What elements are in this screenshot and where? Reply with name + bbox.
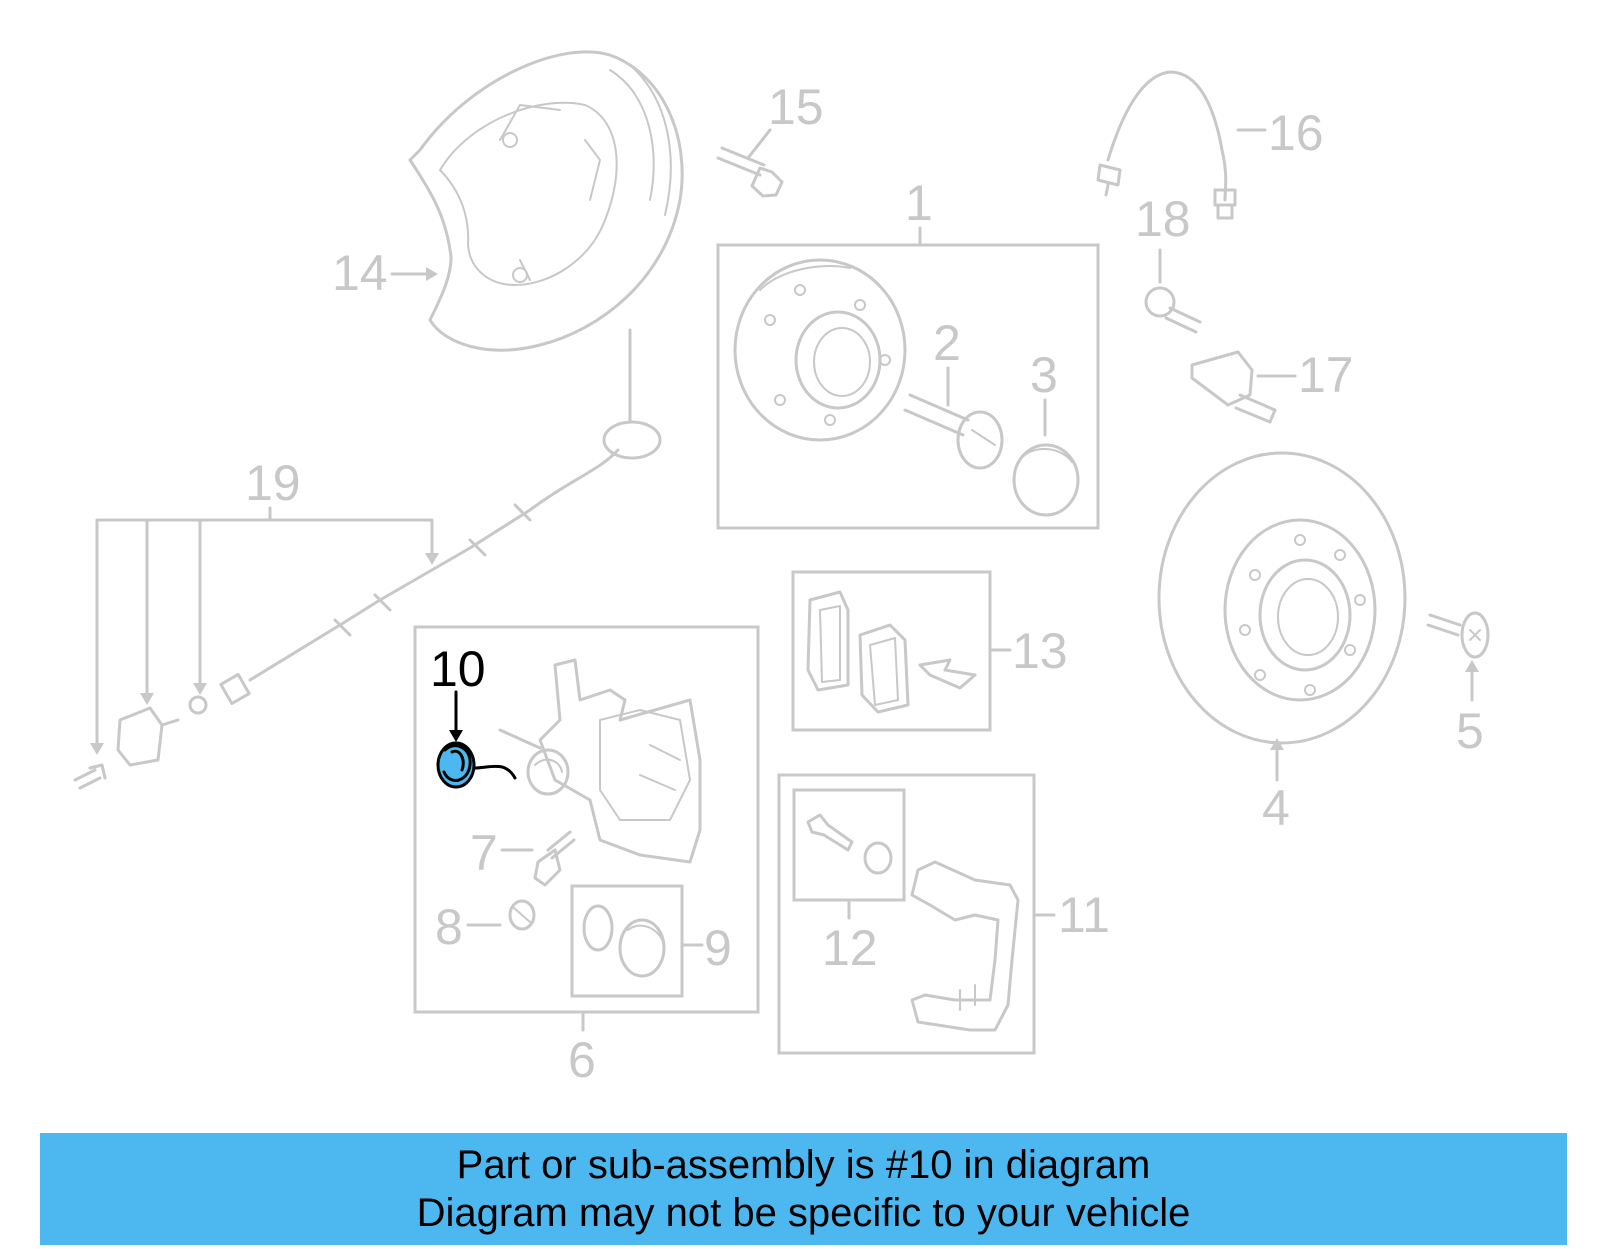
arrowhead-5 (1465, 660, 1479, 672)
bolt-15-part[interactable] (716, 146, 784, 198)
callout-9: 9 (704, 920, 732, 976)
rotor-screw-part[interactable] (1426, 611, 1490, 659)
callout-10: 10 (430, 641, 486, 697)
arrowhead-19d (425, 553, 439, 565)
callout-1: 1 (905, 175, 933, 231)
banner-line-2: Diagram may not be specific to your vehi… (416, 1191, 1191, 1235)
callout-16: 16 (1268, 105, 1324, 161)
arrowhead-19c (193, 683, 207, 695)
hub-cap-part[interactable] (1012, 443, 1080, 517)
abs-cable-part[interactable] (73, 328, 662, 790)
banner-line-1: Part or sub-assembly is #10 in diagram (456, 1143, 1151, 1187)
seal-kit-part[interactable] (582, 904, 666, 978)
arrowhead-19b (140, 693, 154, 705)
callout-19: 19 (245, 455, 301, 511)
caliper-bracket-part[interactable] (910, 860, 1020, 1032)
callout-18: 18 (1135, 191, 1191, 247)
group-box-9 (570, 884, 684, 998)
callout-13: 13 (1012, 623, 1068, 679)
brake-hose-part[interactable] (1096, 70, 1237, 220)
callout-15: 15 (768, 79, 824, 135)
notice-banner: Part or sub-assembly is #10 in diagram D… (40, 1133, 1567, 1245)
arrowhead-4 (1270, 738, 1284, 750)
selected-spring-part[interactable] (436, 741, 517, 789)
callout-4: 4 (1262, 780, 1290, 836)
callout-17: 17 (1298, 347, 1354, 403)
brake-pads-part[interactable] (806, 590, 977, 714)
callout-11: 11 (1058, 887, 1110, 943)
callout-3: 3 (1030, 347, 1058, 403)
hub-bearing-part[interactable] (733, 258, 907, 442)
arrowhead-19a (90, 743, 104, 755)
callout-5: 5 (1456, 703, 1484, 759)
arrowhead-10 (449, 730, 463, 742)
arrowhead-14 (426, 267, 438, 281)
group-box-1 (716, 243, 1100, 530)
arrow-15 (746, 128, 772, 160)
group-box-6 (413, 625, 760, 1014)
callout-14: 14 (332, 245, 388, 301)
bolt-18-part[interactable] (1144, 286, 1202, 334)
caliper-part[interactable] (498, 658, 702, 864)
parts-diagram: 14 15 16 18 17 1 2 (73, 50, 1490, 1088)
callout-2: 2 (933, 315, 961, 371)
callout-6: 6 (568, 1032, 596, 1088)
bleeder-cap-part[interactable] (508, 899, 536, 931)
hub-bolt-part[interactable] (903, 393, 1004, 470)
guide-pin-part[interactable] (806, 813, 893, 875)
speed-sensor-part[interactable] (1190, 350, 1277, 424)
callout-12: 12 (822, 920, 878, 976)
bleeder-screw-part[interactable] (533, 830, 576, 887)
callout-7: 7 (470, 825, 498, 881)
dust-shield-part[interactable] (408, 50, 684, 352)
callout-8: 8 (435, 899, 463, 955)
bracket-19 (95, 506, 434, 747)
brake-rotor-part[interactable] (1157, 451, 1407, 745)
